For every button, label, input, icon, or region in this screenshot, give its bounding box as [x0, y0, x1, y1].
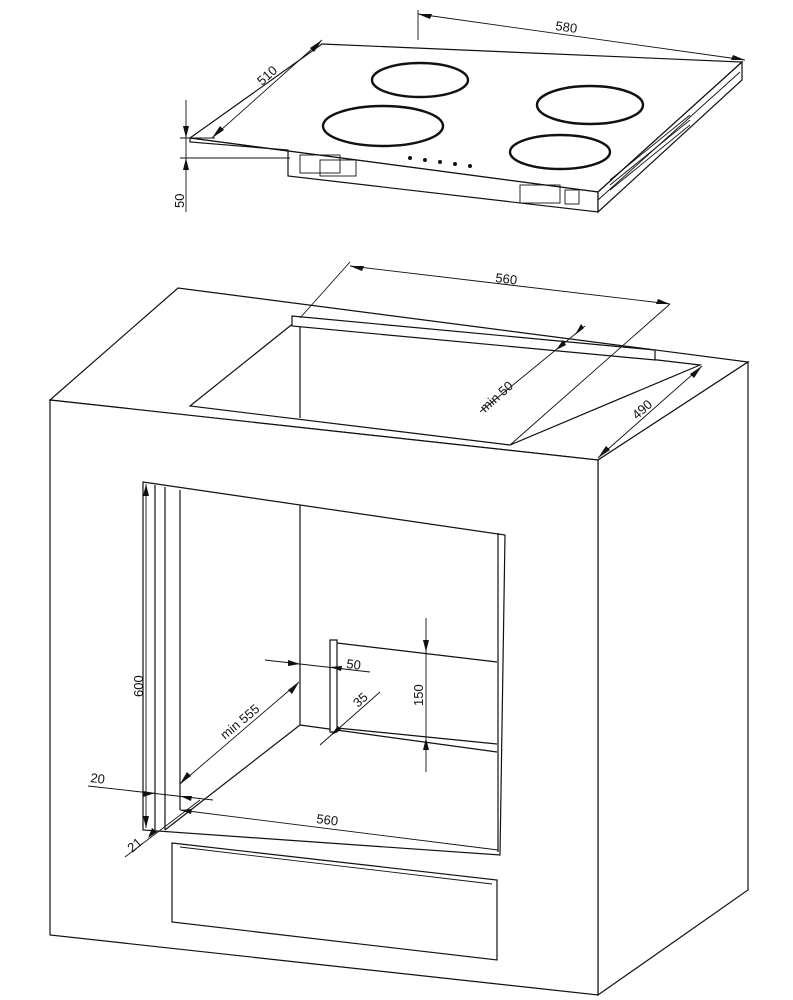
control-knobs	[408, 156, 472, 168]
burner-back-left	[370, 61, 470, 99]
vent-slots	[299, 114, 691, 205]
burner-front-left	[321, 104, 445, 148]
vent-width-label: 50	[346, 656, 362, 673]
cutout-width-label: 560	[495, 270, 518, 288]
hob: 580 510 50	[172, 10, 746, 214]
vent-height-label: 150	[411, 684, 426, 706]
hob-height-label: 50	[172, 194, 187, 208]
burner-back-right	[535, 84, 645, 126]
burner-front-right	[508, 133, 612, 171]
hob-width-label: 580	[555, 18, 579, 36]
niche-width-label: 560	[316, 811, 339, 829]
cabinet	[48, 287, 750, 997]
niche-height-label: 600	[131, 675, 146, 697]
side-offset-label: 20	[90, 770, 106, 787]
